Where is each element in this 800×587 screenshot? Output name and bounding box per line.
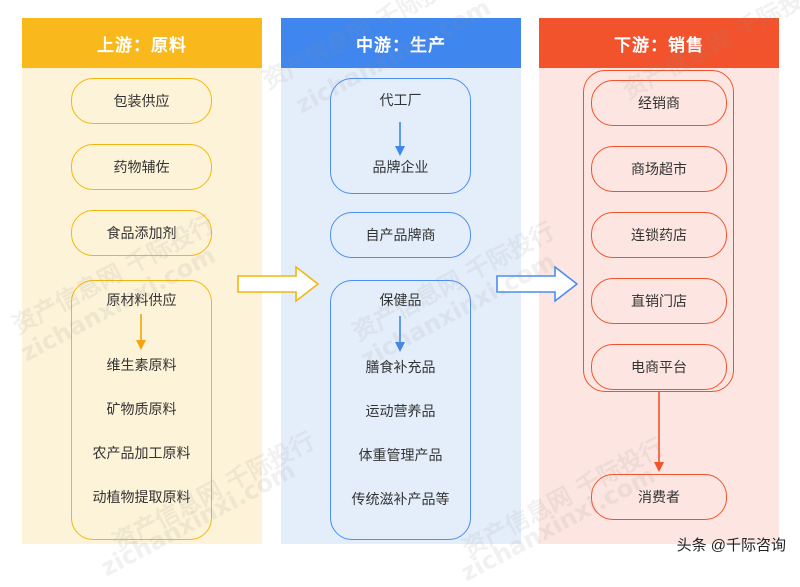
chain-pharmacy-node: 连锁药店	[591, 212, 727, 258]
midstream-body: 代工厂 品牌企业 自产品牌商 保健品 膳食补充品 运动营养品 体重管理产品 传统…	[281, 68, 521, 544]
downstream-panel: 下游：销售 经销商 商场超市 连锁药店 直销门店 电商平台 消费者	[539, 18, 779, 544]
supermarket-node: 商场超市	[591, 146, 727, 192]
ecommerce-node: 电商平台	[591, 344, 727, 390]
distributor-node: 经销商	[591, 80, 727, 126]
vitamin-material-label: 维生素原料	[106, 358, 177, 374]
sports-nutrition-label: 运动营养品	[365, 404, 436, 420]
plant-animal-extract-label: 动植物提取原料	[92, 490, 191, 506]
consumer-node: 消费者	[591, 474, 727, 520]
packaging-supply-node: 包装供应	[71, 78, 212, 124]
downstream-title: 下游：销售	[539, 18, 779, 68]
sales-channel-group	[583, 70, 734, 392]
health-product-group: 保健品 膳食补充品 运动营养品 体重管理产品 传统滋补产品等	[330, 280, 471, 540]
source-credit: 头条 @千际咨询	[676, 537, 786, 554]
dietary-supplement-label: 膳食补充品	[365, 360, 436, 376]
direct-store-node: 直销门店	[591, 278, 727, 324]
midstream-panel: 中游：生产 代工厂 品牌企业 自产品牌商 保健品 膳食补充品 运动营养品 体重管…	[281, 18, 521, 544]
weight-management-label: 体重管理产品	[358, 448, 443, 464]
upstream-title: 上游：原料	[22, 18, 262, 68]
midstream-title: 中游：生产	[281, 18, 521, 68]
oem-factory-label: 代工厂	[379, 93, 422, 109]
upstream-body: 包装供应 药物辅佐 食品添加剂 原材料供应 维生素原料 矿物质原料 农产品加工原…	[22, 68, 262, 544]
own-brand-maker-node: 自产品牌商	[330, 212, 471, 258]
raw-material-supply-label: 原材料供应	[106, 293, 177, 309]
agri-processing-material-label: 农产品加工原料	[92, 446, 191, 462]
mineral-material-label: 矿物质原料	[106, 402, 177, 418]
brand-enterprise-label: 品牌企业	[372, 160, 429, 176]
health-product-label: 保健品	[379, 293, 422, 309]
traditional-tonic-label: 传统滋补产品等	[351, 492, 450, 508]
upstream-panel: 上游：原料 包装供应 药物辅佐 食品添加剂 原材料供应 维生素原料 矿物质原料 …	[22, 18, 262, 544]
oem-brand-group: 代工厂 品牌企业	[330, 78, 471, 194]
food-additive-node: 食品添加剂	[71, 210, 212, 256]
drug-excipient-node: 药物辅佐	[71, 144, 212, 190]
downstream-body: 经销商 商场超市 连锁药店 直销门店 电商平台 消费者	[539, 68, 779, 544]
raw-material-group: 原材料供应 维生素原料 矿物质原料 农产品加工原料 动植物提取原料	[71, 280, 212, 540]
